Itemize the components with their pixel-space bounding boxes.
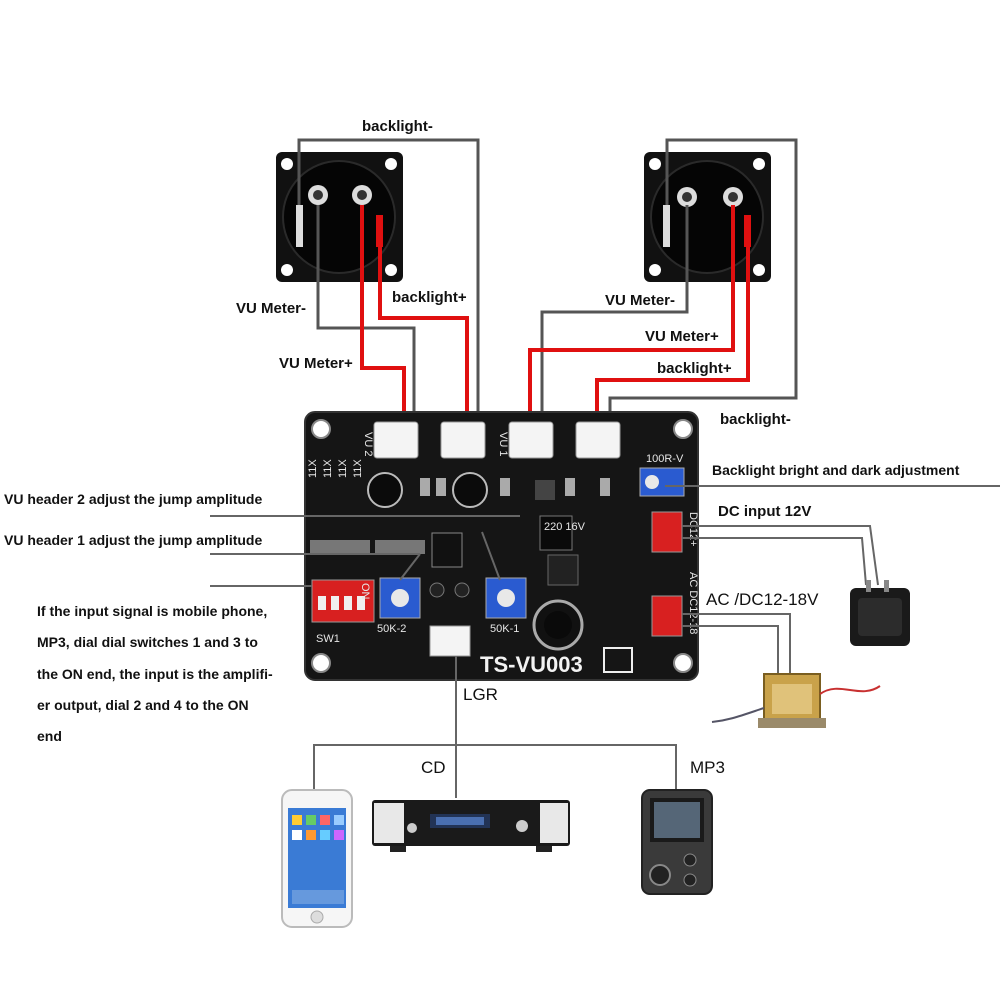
label-dc-input: DC input 12V (718, 503, 811, 520)
label-cd: CD (421, 758, 446, 777)
gain-mark-2: 11X (322, 459, 334, 478)
label-vu-header1: VU header 1 adjust the jump amplitude (4, 532, 262, 548)
gain-mark-4: 11X (352, 459, 364, 478)
pot-left-label: 50K-2 (377, 623, 406, 635)
wires-top (297, 138, 798, 430)
dip-note-line-5: end (37, 728, 62, 744)
gain-mark-1: 11X (307, 459, 319, 478)
smartphone-icon (281, 789, 353, 928)
label-ac-dc-input: AC /DC12-18V (706, 590, 819, 609)
dip-note-line-3: the ON end, the input is the amplifi- (37, 666, 273, 682)
power-adapter-icon (850, 580, 910, 646)
label-backlight-plus-right: backlight+ (657, 360, 732, 377)
label-vu-header2: VU header 2 adjust the jump amplitude (4, 491, 262, 507)
pcb-board: VU 2 VU 1 11X 11X 11X 11X 220 16V (304, 411, 699, 681)
label-vu-meter-plus-right: VU Meter+ (645, 328, 719, 345)
transformer-icon (711, 673, 881, 728)
dc-port-label: DC12+ (687, 512, 699, 547)
label-backlight-plus-left: backlight+ (392, 289, 467, 306)
label-lgr: LGR (463, 685, 498, 704)
label-backlight-adjust: Backlight bright and dark adjustment (712, 462, 960, 478)
leader-lines (210, 485, 1000, 798)
dip-note-line-1: If the input signal is mobile phone, (37, 603, 267, 619)
label-backlight-minus-top: backlight- (362, 118, 433, 135)
label-vu-meter-minus-left: VU Meter- (236, 300, 306, 317)
vu-header-2-label: VU 2 (362, 432, 374, 456)
label-backlight-minus-right: backlight- (720, 411, 791, 428)
vu-meter-right-icon (644, 152, 771, 282)
label-mp3: MP3 (690, 758, 725, 777)
ac-port-label: AC DC12-18 (687, 572, 699, 634)
board-model: TS-VU003 (480, 652, 583, 677)
mp3-player-icon (641, 789, 713, 895)
label-vu-meter-minus-right: VU Meter- (605, 292, 675, 309)
cap-value-label: 220 16V (544, 521, 586, 533)
vu-meter-left-icon (276, 152, 403, 282)
dip-note-line-4: er output, dial 2 and 4 to the ON (37, 697, 249, 713)
cd-player-icon (372, 800, 570, 852)
dip-note-line-2: MP3, dial dial switches 1 and 3 to (37, 634, 258, 650)
gain-mark-3: 11X (337, 459, 349, 478)
pot-backlight-label: 100R-V (646, 453, 684, 465)
dip-on-label: ON (359, 583, 371, 600)
dip-switch-note: If the input signal is mobile phone, MP3… (37, 603, 273, 744)
label-vu-meter-plus-left: VU Meter+ (279, 355, 353, 372)
dip-switch-label: SW1 (316, 633, 340, 645)
pot-right-label: 50K-1 (490, 623, 519, 635)
vu-header-1-label: VU 1 (497, 432, 509, 456)
